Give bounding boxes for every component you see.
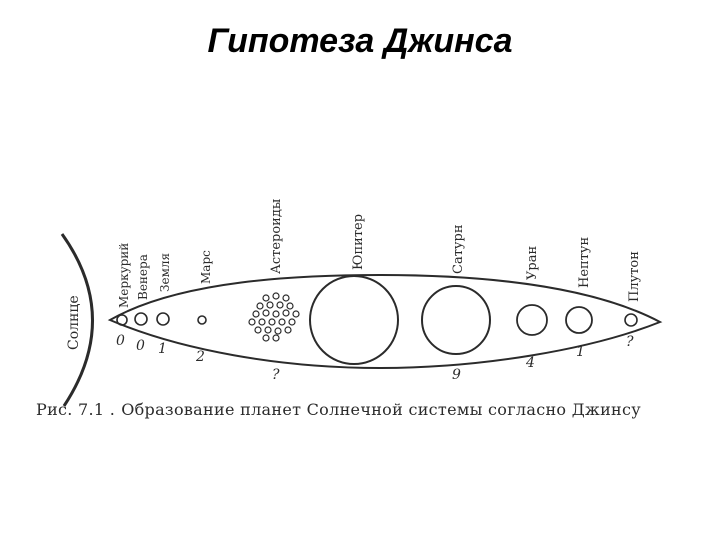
earth-number: 1 [158, 341, 167, 357]
asteroids-number: ? [272, 367, 280, 383]
jupiter-label: Юпитер [351, 214, 366, 270]
caption-figure-number: Рис. 7.1 . [36, 400, 116, 419]
uranus-label: Уран [525, 246, 540, 280]
asteroids-label: Астероиды [269, 199, 284, 274]
figure-caption: Рис. 7.1 . Образование планет Солнечной с… [36, 400, 686, 419]
mercury-number: 0 [116, 333, 125, 349]
jeans-hypothesis-diagram: Солнце Меркурий Венера Земля Марс Астеро… [60, 199, 663, 407]
mercury-planet [116, 314, 128, 326]
pluto-label: Плутон [627, 251, 642, 302]
asteroid-cluster [248, 292, 300, 342]
neptune-label: Нептун [577, 237, 592, 288]
caption-text: Образование планет Солнечной системы сог… [121, 400, 641, 419]
mars-planet [197, 315, 207, 325]
saturn-number: 9 [452, 367, 461, 383]
pluto-planet [624, 313, 638, 327]
uranus-number: 4 [525, 355, 535, 371]
jupiter-planet [309, 275, 399, 365]
slide-title: Гипотеза Джинса [207, 22, 513, 60]
mars-label: Марс [199, 250, 213, 284]
uranus-planet [516, 304, 548, 336]
mercury-label: Меркурий [117, 243, 131, 308]
venus-label: Венера [136, 254, 150, 300]
neptune-number: 1 [576, 344, 585, 360]
saturn-planet [421, 285, 491, 355]
pluto-number: ? [626, 334, 634, 350]
earth-planet [156, 312, 170, 326]
venus-number: 0 [136, 338, 145, 354]
earth-label: Земля [158, 253, 172, 292]
saturn-label: Сатурн [451, 224, 466, 274]
sun-arc [60, 233, 94, 407]
filament-outline [107, 273, 663, 370]
sun-label: Солнце [66, 295, 82, 350]
mars-number: 2 [195, 349, 205, 365]
venus-planet [134, 312, 148, 326]
neptune-planet [565, 306, 593, 334]
